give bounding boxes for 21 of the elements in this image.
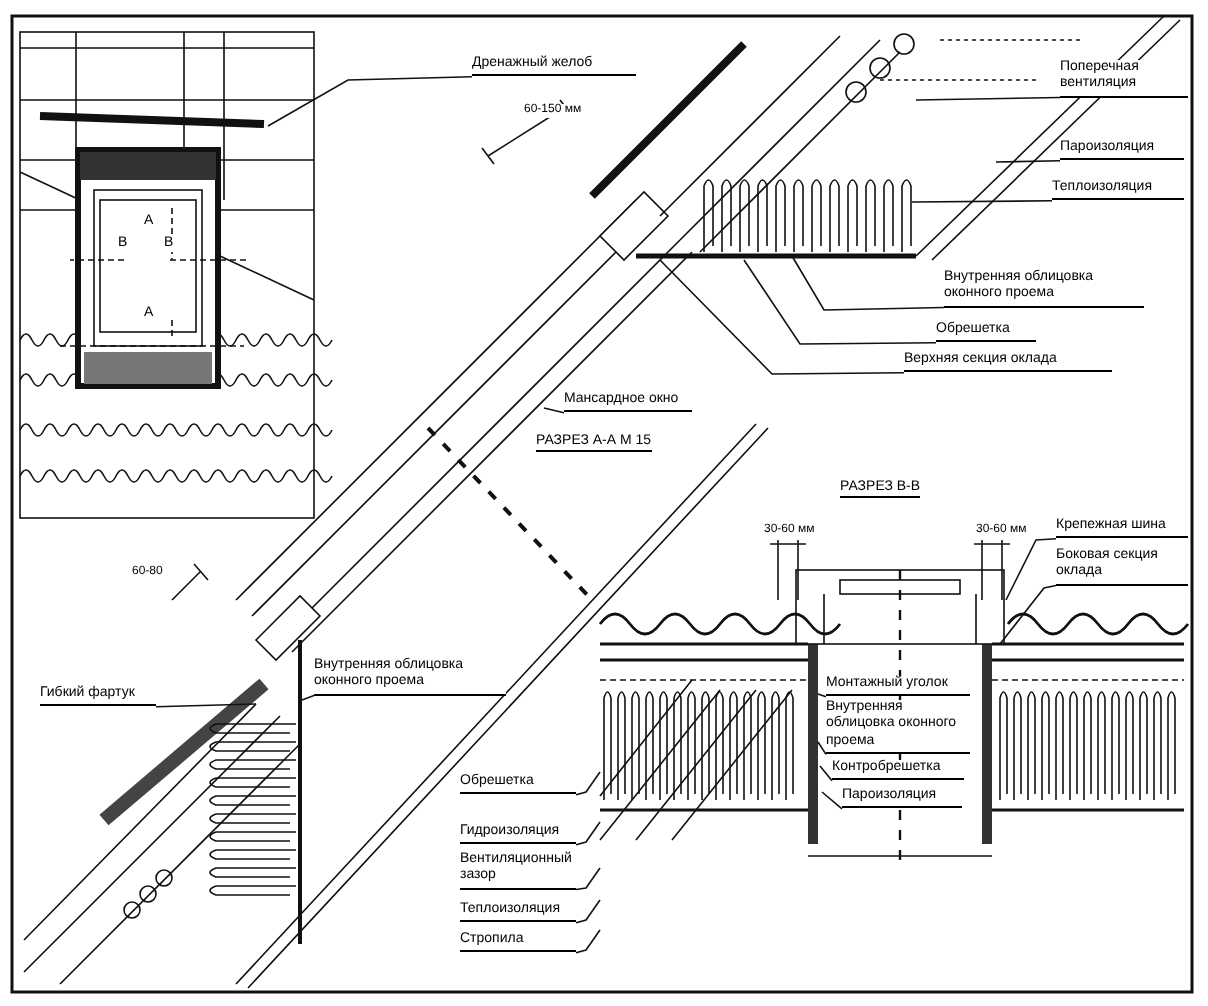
- leader-line: [659, 259, 905, 375]
- leader-line: [575, 867, 601, 891]
- leader-line: [743, 259, 937, 345]
- leader-line: [575, 929, 601, 954]
- leader-line: [995, 160, 1061, 163]
- leader-line: [267, 76, 473, 127]
- leader-line: [1005, 538, 1057, 601]
- leader-line: [821, 791, 843, 810]
- leader-line: [915, 96, 1061, 101]
- leader-line: [155, 703, 257, 708]
- leader-line: [817, 741, 827, 756]
- leader-line: [819, 765, 833, 782]
- leader-line: [575, 899, 601, 924]
- leader-line: [817, 693, 827, 698]
- leader-line: [543, 407, 565, 414]
- leader-line: [911, 200, 1053, 203]
- leader-line: [301, 694, 315, 701]
- leader-line: [575, 821, 601, 846]
- leader-line: [791, 255, 945, 311]
- leader-line: [999, 584, 1057, 645]
- leader-line: [575, 771, 601, 796]
